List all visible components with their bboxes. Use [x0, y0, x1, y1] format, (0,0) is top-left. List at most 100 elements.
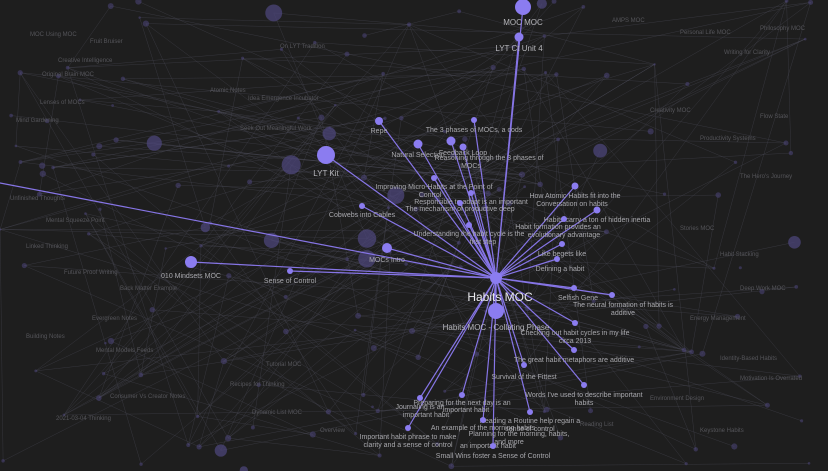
background-node[interactable]	[387, 186, 405, 204]
graph-node[interactable]	[459, 143, 467, 151]
graph-node[interactable]	[431, 175, 437, 181]
background-node[interactable]	[673, 288, 676, 291]
background-node[interactable]	[371, 405, 374, 409]
background-node[interactable]	[265, 4, 283, 22]
background-node[interactable]	[759, 289, 765, 295]
background-node[interactable]	[87, 232, 91, 236]
background-node[interactable]	[689, 349, 694, 355]
background-node[interactable]	[247, 179, 253, 185]
background-node[interactable]	[62, 413, 66, 417]
background-node[interactable]	[227, 164, 231, 168]
background-node[interactable]	[383, 116, 387, 121]
background-node[interactable]	[656, 323, 662, 329]
graph-node[interactable]	[457, 200, 463, 206]
background-node[interactable]	[200, 222, 211, 233]
background-node[interactable]	[557, 435, 564, 441]
background-node[interactable]	[56, 73, 61, 79]
background-node[interactable]	[139, 462, 143, 466]
background-node[interactable]	[485, 190, 491, 197]
background-node[interactable]	[17, 70, 23, 76]
background-node[interactable]	[217, 110, 221, 113]
background-node[interactable]	[556, 137, 560, 142]
background-node[interactable]	[318, 114, 325, 121]
background-node[interactable]	[443, 389, 447, 393]
background-node[interactable]	[21, 262, 27, 269]
background-node[interactable]	[419, 192, 425, 198]
background-node[interactable]	[0, 228, 2, 231]
background-node[interactable]	[381, 71, 385, 76]
background-node[interactable]	[149, 307, 155, 313]
focus-node-habits-moc[interactable]	[490, 272, 502, 284]
background-node[interactable]	[536, 0, 547, 9]
background-node[interactable]	[34, 369, 38, 373]
background-node[interactable]	[39, 162, 46, 169]
background-node[interactable]	[684, 462, 688, 466]
background-node[interactable]	[113, 137, 119, 143]
background-node[interactable]	[120, 76, 126, 82]
graph-node[interactable]	[609, 292, 615, 298]
graph-node[interactable]	[480, 417, 486, 423]
background-node[interactable]	[588, 408, 594, 414]
background-node[interactable]	[581, 5, 586, 9]
background-node[interactable]	[18, 160, 23, 164]
background-node[interactable]	[591, 299, 596, 303]
background-node[interactable]	[36, 191, 42, 197]
background-node[interactable]	[142, 20, 150, 27]
background-node[interactable]	[375, 408, 380, 413]
background-node[interactable]	[111, 104, 114, 107]
background-node[interactable]	[138, 16, 141, 19]
background-node[interactable]	[524, 305, 531, 312]
background-node[interactable]	[603, 72, 610, 79]
background-node[interactable]	[296, 116, 300, 120]
background-node[interactable]	[281, 155, 301, 175]
background-node[interactable]	[135, 0, 142, 5]
background-node[interactable]	[457, 9, 462, 14]
graph-node[interactable]	[488, 303, 504, 319]
graph-node[interactable]	[471, 117, 477, 123]
graph-node[interactable]	[571, 182, 579, 190]
background-node[interactable]	[283, 328, 289, 335]
focus-node-group[interactable]: Habits MOC	[467, 272, 533, 304]
graph-node[interactable]	[571, 285, 577, 291]
background-node[interactable]	[542, 410, 546, 414]
background-node[interactable]	[250, 425, 255, 430]
background-node[interactable]	[195, 414, 200, 419]
background-node[interactable]	[733, 160, 738, 164]
background-node[interactable]	[803, 37, 807, 41]
background-node[interactable]	[551, 0, 557, 4]
background-node[interactable]	[355, 312, 362, 319]
background-node[interactable]	[788, 235, 801, 249]
background-node[interactable]	[693, 447, 698, 452]
background-node[interactable]	[357, 229, 377, 248]
graph-node[interactable]	[527, 409, 533, 415]
background-node[interactable]	[98, 207, 102, 211]
background-node[interactable]	[442, 129, 447, 134]
background-node[interactable]	[283, 294, 288, 300]
background-node[interactable]	[186, 443, 191, 448]
background-node[interactable]	[51, 165, 55, 170]
background-node[interactable]	[643, 323, 649, 330]
background-node[interactable]	[808, 0, 814, 5]
background-node[interactable]	[406, 22, 412, 27]
background-node[interactable]	[344, 51, 350, 57]
graph-node[interactable]	[375, 117, 383, 125]
background-node[interactable]	[399, 115, 404, 121]
background-node[interactable]	[647, 128, 654, 135]
graph-node[interactable]	[317, 146, 335, 164]
background-node[interactable]	[685, 81, 690, 87]
background-node[interactable]	[309, 431, 316, 438]
background-node[interactable]	[360, 174, 367, 181]
background-node[interactable]	[473, 351, 480, 357]
graph-node[interactable]	[561, 216, 567, 222]
background-node[interactable]	[462, 136, 468, 142]
background-node[interactable]	[738, 266, 742, 270]
graph-node[interactable]	[571, 347, 577, 353]
background-node[interactable]	[78, 98, 82, 102]
graph-node[interactable]	[559, 241, 565, 247]
background-node[interactable]	[146, 135, 162, 151]
background-node[interactable]	[511, 45, 515, 49]
background-node[interactable]	[387, 206, 391, 210]
graph-node[interactable]	[382, 243, 392, 253]
graph-node[interactable]	[515, 0, 531, 15]
